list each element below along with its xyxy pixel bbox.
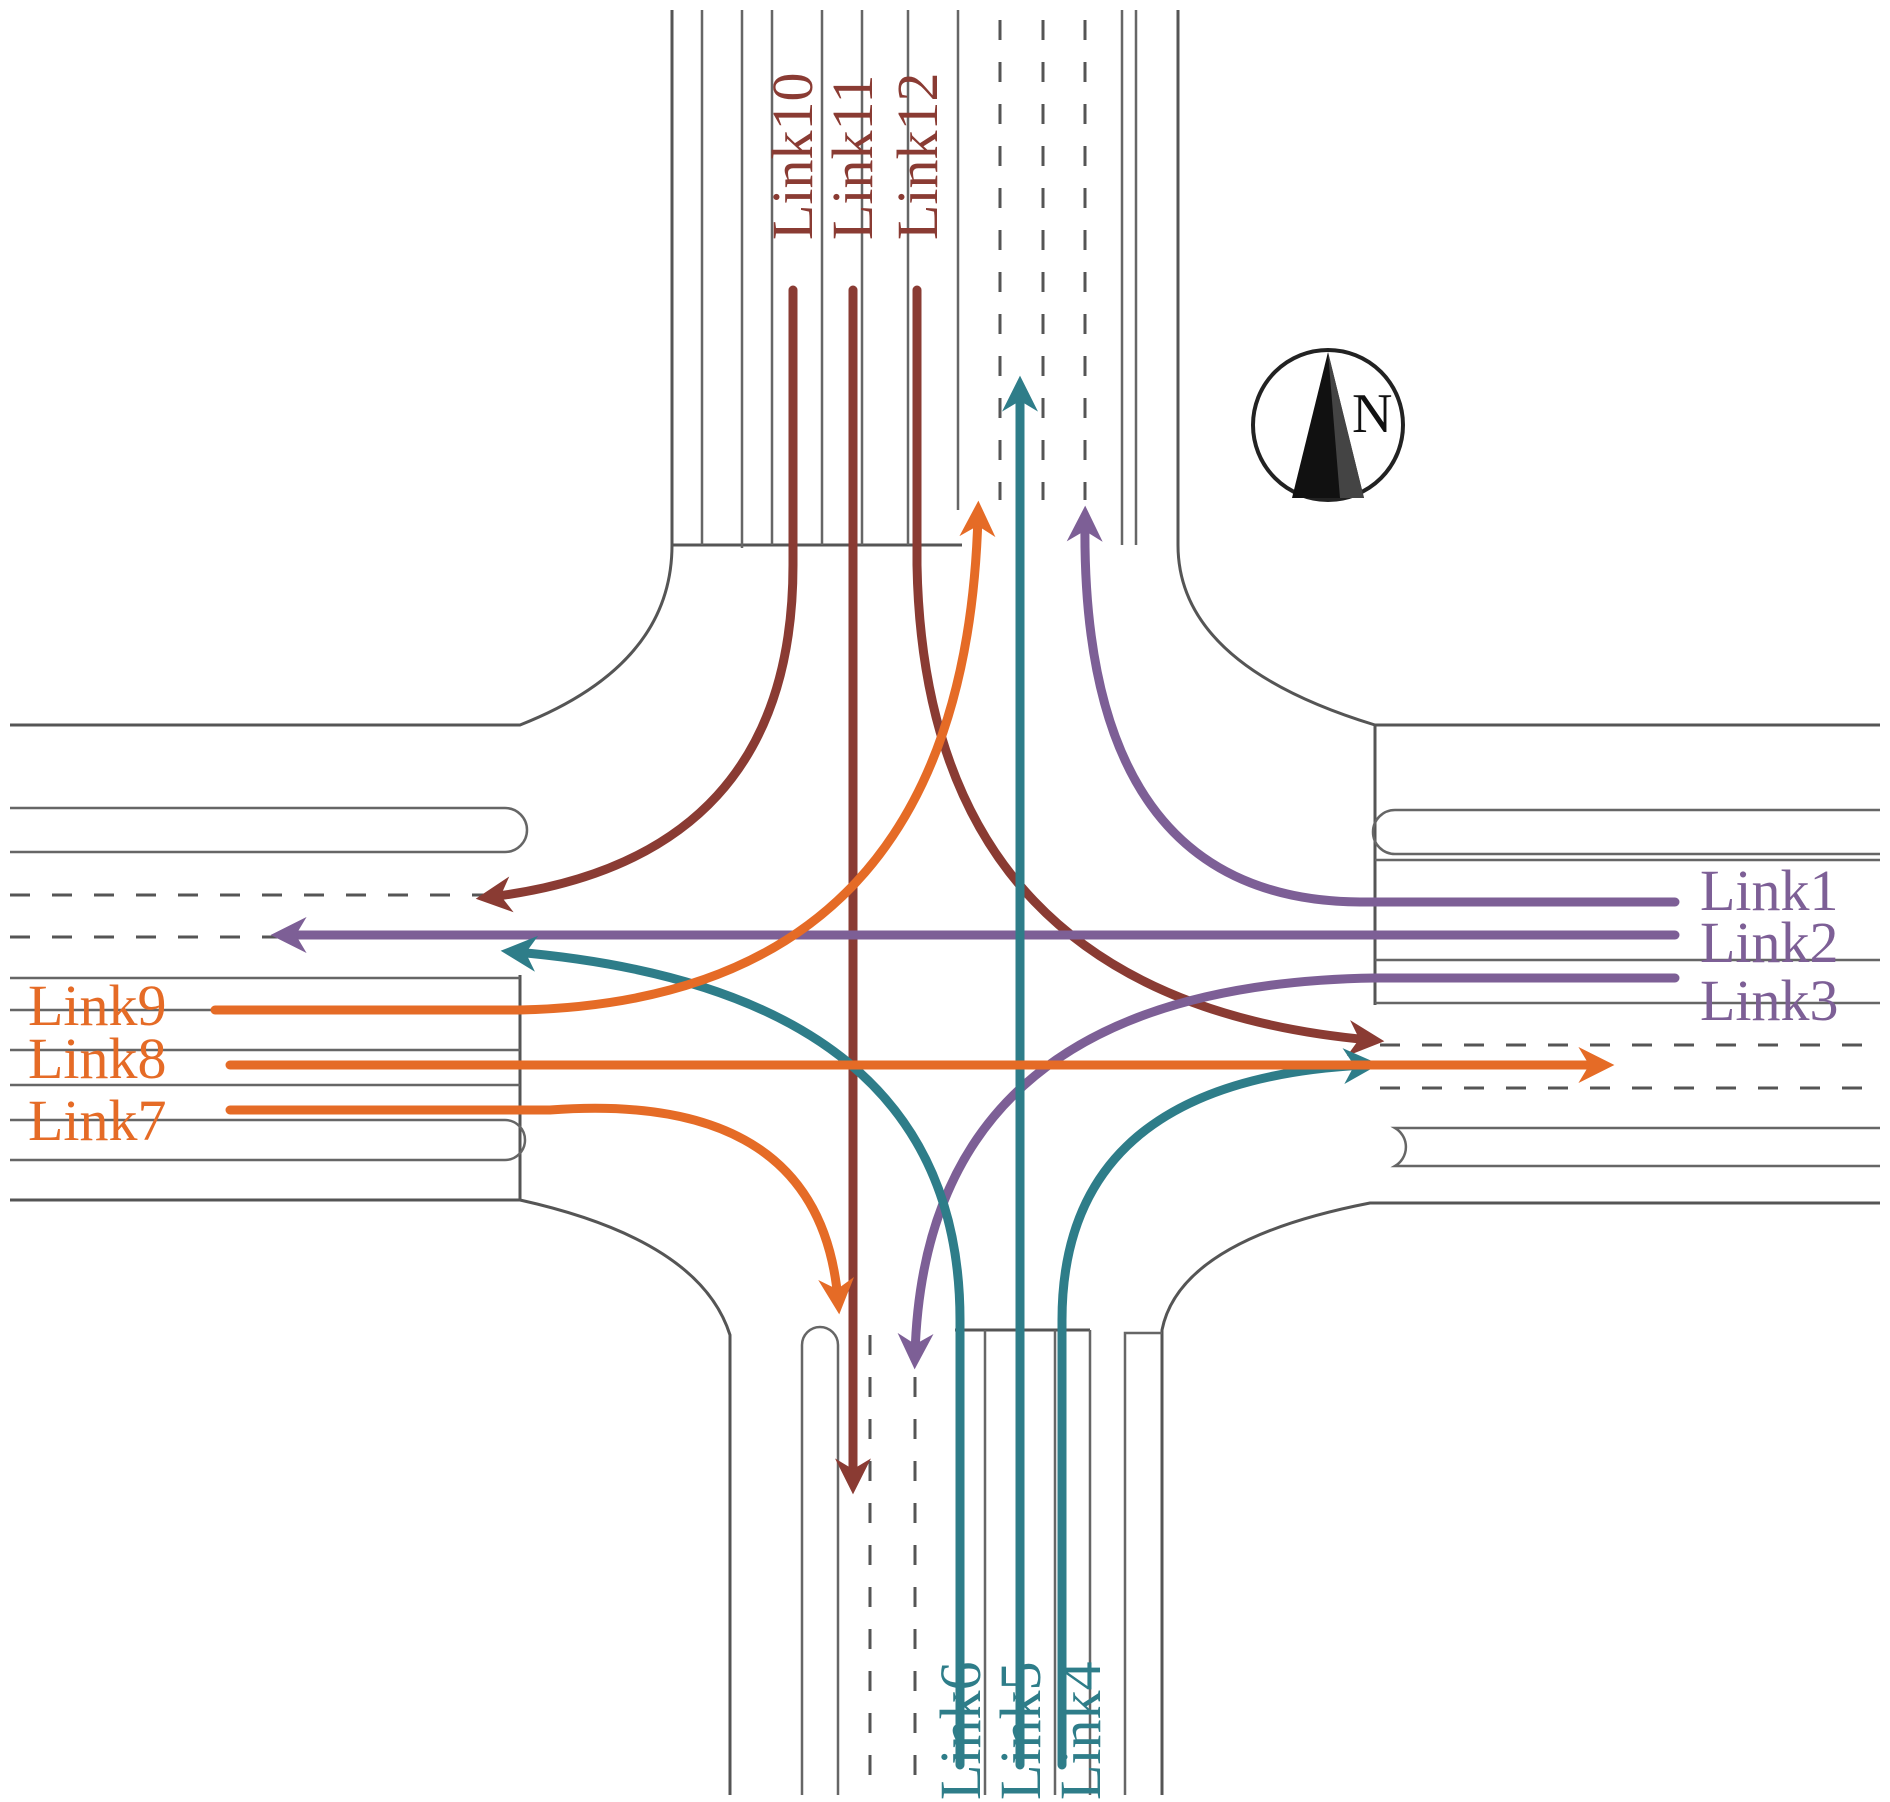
- link9-label: Link9: [28, 973, 167, 1038]
- north-median: [1120, 10, 1138, 545]
- west-lane-line-5: [10, 1118, 527, 1162]
- link12-label: Link12: [885, 72, 950, 240]
- south-island-right: [1123, 1331, 1162, 1795]
- south-island-left: [800, 1325, 840, 1795]
- link11-label: Link11: [820, 75, 885, 240]
- link4-label: Link4: [1048, 1661, 1113, 1800]
- link8-label: Link8: [28, 1026, 167, 1091]
- south-road-left-edge: [10, 1198, 732, 1795]
- east-road-bottom-edge: [1160, 1201, 1880, 1795]
- west-island-top: [10, 806, 529, 854]
- north-arrow-shade: [1328, 352, 1364, 498]
- compass: N: [1251, 348, 1405, 502]
- link7-path: [225, 1103, 855, 1315]
- compass-letter: N: [1352, 383, 1392, 445]
- link2-label: Link2: [1700, 910, 1839, 975]
- east-island-top: [1371, 808, 1880, 856]
- link7-label: Link7: [28, 1088, 167, 1153]
- link10-label: Link10: [760, 72, 825, 240]
- road-outlines: [10, 10, 1880, 1795]
- link6-path: [500, 935, 965, 1770]
- link10-path: [475, 285, 798, 913]
- link4-path: [1057, 1048, 1380, 1770]
- link12-path: [912, 285, 1385, 1056]
- link-labels: Link1 Link2 Link3 Link9 Link8 Link7 Link…: [28, 72, 1839, 1800]
- link6-label: Link6: [928, 1661, 993, 1800]
- link5-label: Link5: [988, 1661, 1053, 1800]
- north-road-left-edge: [10, 10, 674, 727]
- east-island-bottom: [1390, 1126, 1880, 1168]
- link1-path: [1066, 505, 1680, 907]
- north-road-right-edge: [1176, 10, 1880, 727]
- movement-paths: [210, 285, 1680, 1770]
- link3-label: Link3: [1700, 968, 1839, 1033]
- link9-path: [210, 500, 996, 1015]
- link1-label: Link1: [1700, 858, 1839, 923]
